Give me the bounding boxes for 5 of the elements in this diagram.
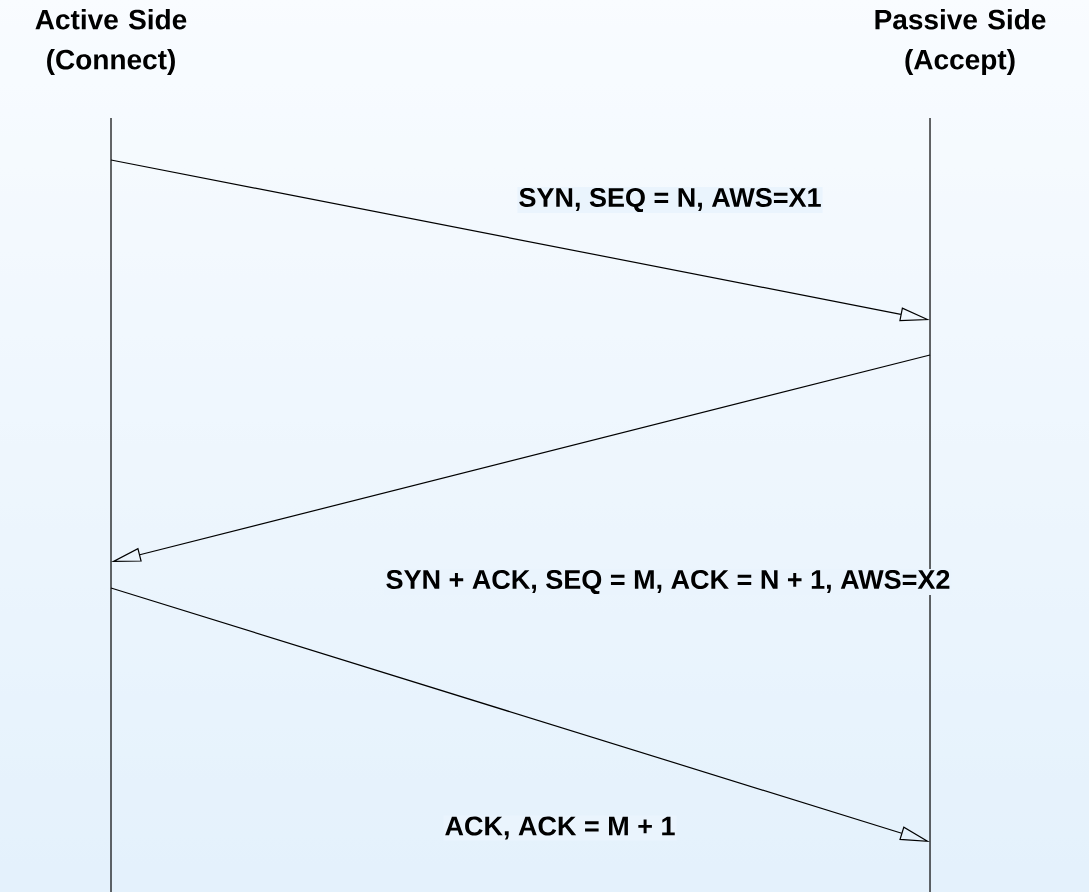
edge-label: SYN + ACK, SEQ = M, ACK = N + 1, AWS=X2 xyxy=(384,568,952,596)
column-header: Passive Side (Accept) xyxy=(875,8,1046,76)
column-header: Active Side (Connect) xyxy=(35,8,187,76)
edge-label: SYN, SEQ = N, AWS=X1 xyxy=(517,186,823,214)
edge-label: ACK, ACK = M + 1 xyxy=(443,815,677,841)
